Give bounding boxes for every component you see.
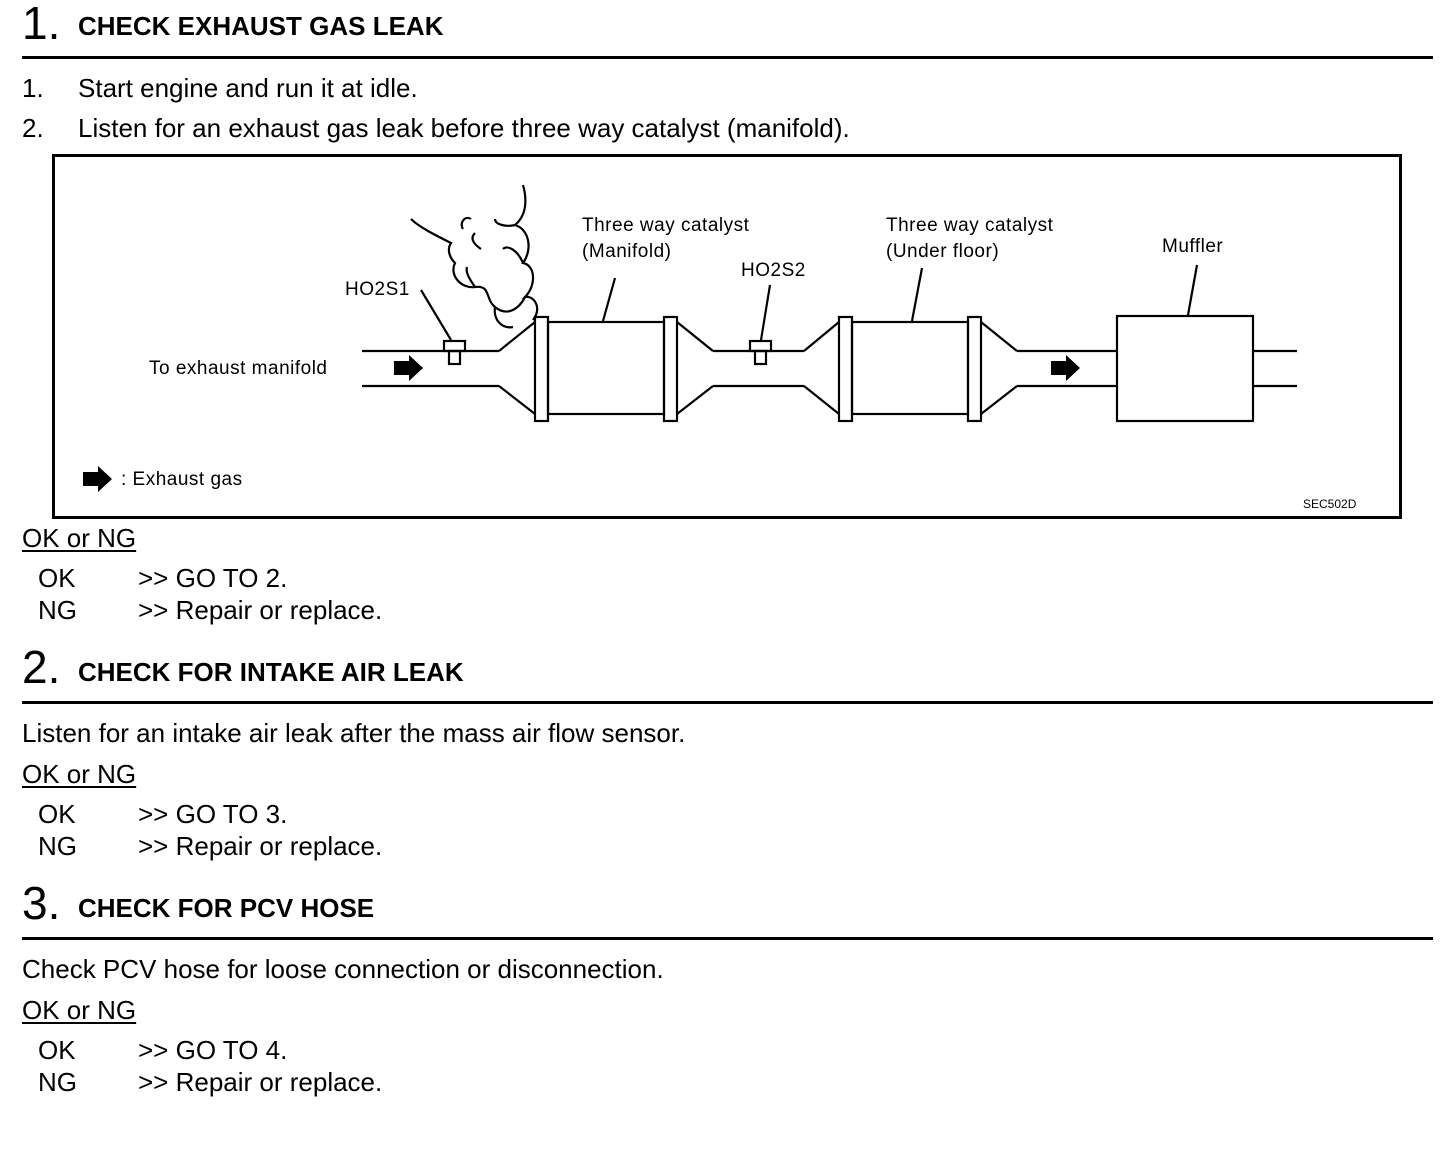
step-title: CHECK FOR PCV HOSE bbox=[78, 893, 375, 923]
legend-arrow-icon bbox=[83, 466, 112, 492]
diagram-label-ho2s1: HO2S1 bbox=[345, 279, 410, 300]
result-action-ng: >> Repair or replace. bbox=[138, 831, 383, 861]
step-number: 3. bbox=[22, 877, 61, 929]
divider bbox=[22, 701, 1433, 704]
step-title: CHECK FOR INTAKE AIR LEAK bbox=[78, 657, 464, 687]
result-label-ng: NG bbox=[38, 1067, 77, 1097]
exhaust-system-illustration bbox=[83, 184, 1297, 492]
diagram-label-catalyst-manifold: Three way catalyst bbox=[582, 215, 750, 236]
result-label-ng: NG bbox=[38, 831, 77, 861]
exhaust-system-diagram: To exhaust manifold HO2S1 HO2S2 Three wa… bbox=[52, 154, 1402, 519]
step-number: 1. bbox=[22, 0, 61, 49]
result-action-ok: >> GO TO 4. bbox=[138, 1035, 288, 1065]
result-label-ok: OK bbox=[38, 799, 76, 829]
flow-arrow-icon bbox=[1051, 355, 1080, 381]
figure-code: SEC502D bbox=[1303, 497, 1357, 511]
step-title: CHECK EXHAUST GAS LEAK bbox=[78, 11, 444, 41]
result-label-ok: OK bbox=[38, 1035, 76, 1065]
step-text: Check PCV hose for loose connection or d… bbox=[22, 954, 664, 984]
flow-arrow-icon bbox=[394, 355, 423, 381]
ok-ng-heading: OK or NG bbox=[22, 759, 137, 789]
instruction-text: Start engine and run it at idle. bbox=[78, 73, 418, 103]
result-action-ok: >> GO TO 2. bbox=[138, 563, 288, 593]
step-text: Listen for an intake air leak after the … bbox=[22, 718, 686, 748]
diagram-label-catalyst-underfloor: Three way catalyst bbox=[886, 215, 1054, 236]
result-action-ng: >> Repair or replace. bbox=[138, 595, 383, 625]
result-action-ng: >> Repair or replace. bbox=[138, 1067, 383, 1097]
result-label-ok: OK bbox=[38, 563, 76, 593]
ok-ng-heading: OK or NG bbox=[22, 523, 137, 553]
instruction-text: Listen for an exhaust gas leak before th… bbox=[78, 113, 850, 143]
instruction-number: 2. bbox=[22, 113, 44, 143]
ok-ng-heading: OK or NG bbox=[22, 995, 137, 1025]
diagram-label-ho2s2: HO2S2 bbox=[741, 260, 806, 281]
result-label-ng: NG bbox=[38, 595, 77, 625]
result-action-ok: >> GO TO 3. bbox=[138, 799, 288, 829]
instruction-number: 1. bbox=[22, 73, 44, 103]
diagram-label-muffler: Muffler bbox=[1162, 236, 1224, 257]
diagram-label-to-exhaust-manifold: To exhaust manifold bbox=[149, 358, 328, 379]
diagram-label-catalyst-manifold-sub: (Manifold) bbox=[582, 241, 672, 262]
divider bbox=[22, 937, 1433, 940]
step-number: 2. bbox=[22, 641, 61, 693]
legend-text: : Exhaust gas bbox=[121, 469, 243, 490]
diagram-label-catalyst-underfloor-sub: (Under floor) bbox=[886, 241, 1000, 262]
divider bbox=[22, 56, 1433, 59]
